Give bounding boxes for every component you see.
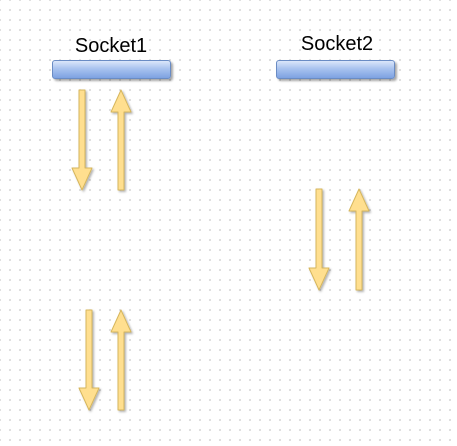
socket1-bar[interactable] xyxy=(52,60,171,79)
socket2-bar[interactable] xyxy=(276,60,395,79)
socket1-lower-arrow-down[interactable] xyxy=(78,309,100,411)
socket2-arrow-down[interactable] xyxy=(308,188,330,291)
socket2-label: Socket2 xyxy=(300,33,374,55)
socket2-arrow-up[interactable] xyxy=(348,188,370,291)
socket1-label: Socket1 xyxy=(74,35,148,57)
socket1-upper-arrow-up[interactable] xyxy=(110,89,132,191)
socket1-lower-arrow-up[interactable] xyxy=(110,309,132,411)
socket1-upper-arrow-down[interactable] xyxy=(71,89,93,191)
